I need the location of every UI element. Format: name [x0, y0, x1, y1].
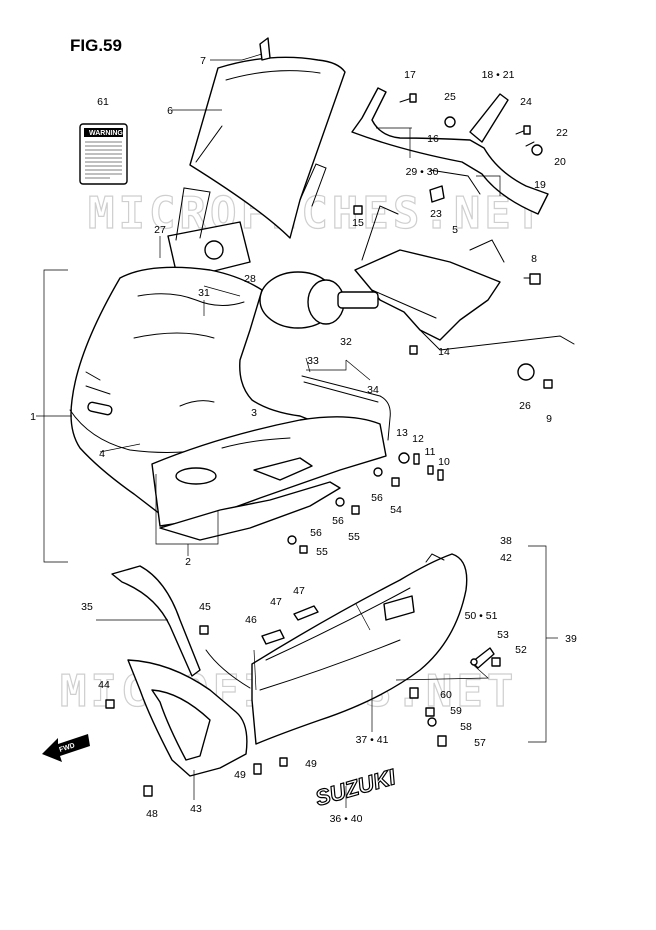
fwd-arrow-icon: FWD [42, 734, 90, 762]
callout-56-a: 56 [371, 492, 383, 504]
callout-56-c: 56 [310, 527, 322, 539]
callout-45: 45 [199, 601, 211, 613]
callout-6: 6 [167, 105, 173, 117]
callout-50-51: 50 • 51 [465, 610, 498, 622]
callout-55-a: 55 [348, 531, 360, 543]
callout-57: 57 [474, 737, 486, 749]
callout-49-a: 49 [234, 769, 246, 781]
warning-label-part: WARNING [79, 123, 128, 185]
callout-10: 10 [438, 456, 450, 468]
bracket-35-part [111, 565, 201, 677]
callout-35: 35 [81, 601, 93, 613]
callouts: 7 6 61 17 18 • 21 25 24 16 22 20 29 • 30… [30, 55, 577, 825]
callout-32: 32 [340, 336, 352, 348]
fairing-stay-part [354, 205, 575, 351]
callout-42: 42 [500, 552, 512, 564]
callout-25: 25 [444, 91, 456, 103]
warning-label-heading: WARNING [89, 130, 123, 137]
callout-20: 20 [554, 156, 566, 168]
upper-brace-part [351, 87, 549, 215]
side-rods-part [301, 375, 391, 441]
callout-60: 60 [440, 689, 452, 701]
callout-5: 5 [452, 224, 458, 236]
callout-54: 54 [390, 504, 402, 516]
callout-24: 24 [520, 96, 532, 108]
callout-9: 9 [546, 413, 552, 425]
callout-16: 16 [427, 133, 439, 145]
callout-7: 7 [200, 55, 206, 67]
callout-1: 1 [30, 411, 36, 423]
callout-33: 33 [307, 355, 319, 367]
callout-14: 14 [438, 346, 450, 358]
callout-17: 17 [404, 69, 416, 81]
callout-37-41: 37 • 41 [356, 734, 389, 746]
callout-13: 13 [396, 427, 408, 439]
suzuki-emblem-part: SUZUKI [312, 763, 400, 811]
callout-28: 28 [244, 273, 256, 285]
callout-59: 59 [450, 705, 462, 717]
callout-39: 39 [565, 633, 577, 645]
callout-44: 44 [98, 679, 110, 691]
callout-47-a: 47 [293, 585, 305, 597]
callout-19: 19 [534, 179, 546, 191]
callout-43: 43 [190, 803, 202, 815]
callout-58: 58 [460, 721, 472, 733]
callout-46: 46 [245, 614, 257, 626]
callout-8: 8 [531, 253, 537, 265]
lower-cowling-side-part [127, 649, 251, 777]
callout-3: 3 [251, 407, 257, 419]
callout-34: 34 [367, 384, 379, 396]
callout-4: 4 [99, 448, 105, 460]
callout-29-30: 29 • 30 [406, 166, 439, 178]
figure-title: FIG.59 [70, 36, 122, 55]
callout-52: 52 [515, 644, 527, 656]
suzuki-emblem-text: SUZUKI [312, 764, 398, 811]
callout-47-b: 47 [270, 596, 282, 608]
callout-22: 22 [556, 127, 568, 139]
under-cowling-part [251, 553, 468, 745]
fwd-text: FWD [58, 742, 75, 754]
callout-2: 2 [185, 556, 191, 568]
inner-panel-part [159, 481, 341, 541]
callout-27: 27 [154, 224, 166, 236]
callout-26: 26 [519, 400, 531, 412]
callout-56-b: 56 [332, 515, 344, 527]
meter-bracket-part [167, 163, 327, 281]
callout-12: 12 [412, 433, 424, 445]
hardware-parts [105, 93, 553, 797]
callout-38: 38 [500, 535, 512, 547]
windscreen-part [189, 37, 346, 239]
callout-15: 15 [352, 217, 364, 229]
callout-49-b: 49 [305, 758, 317, 770]
callout-61: 61 [97, 96, 109, 108]
callout-48: 48 [146, 808, 158, 820]
callout-53: 53 [497, 629, 509, 641]
callout-23: 23 [430, 208, 442, 220]
callout-18-21: 18 • 21 [482, 69, 515, 81]
headlight-unit-part [259, 271, 379, 329]
leader-lines [36, 53, 558, 808]
callout-36-40: 36 • 40 [330, 813, 363, 825]
callout-55-b: 55 [316, 546, 328, 558]
callout-31: 31 [198, 287, 210, 299]
watermark-top: MICROFICHES.NET [88, 188, 545, 239]
middle-cowling-part [151, 416, 387, 527]
callout-11: 11 [425, 446, 436, 458]
